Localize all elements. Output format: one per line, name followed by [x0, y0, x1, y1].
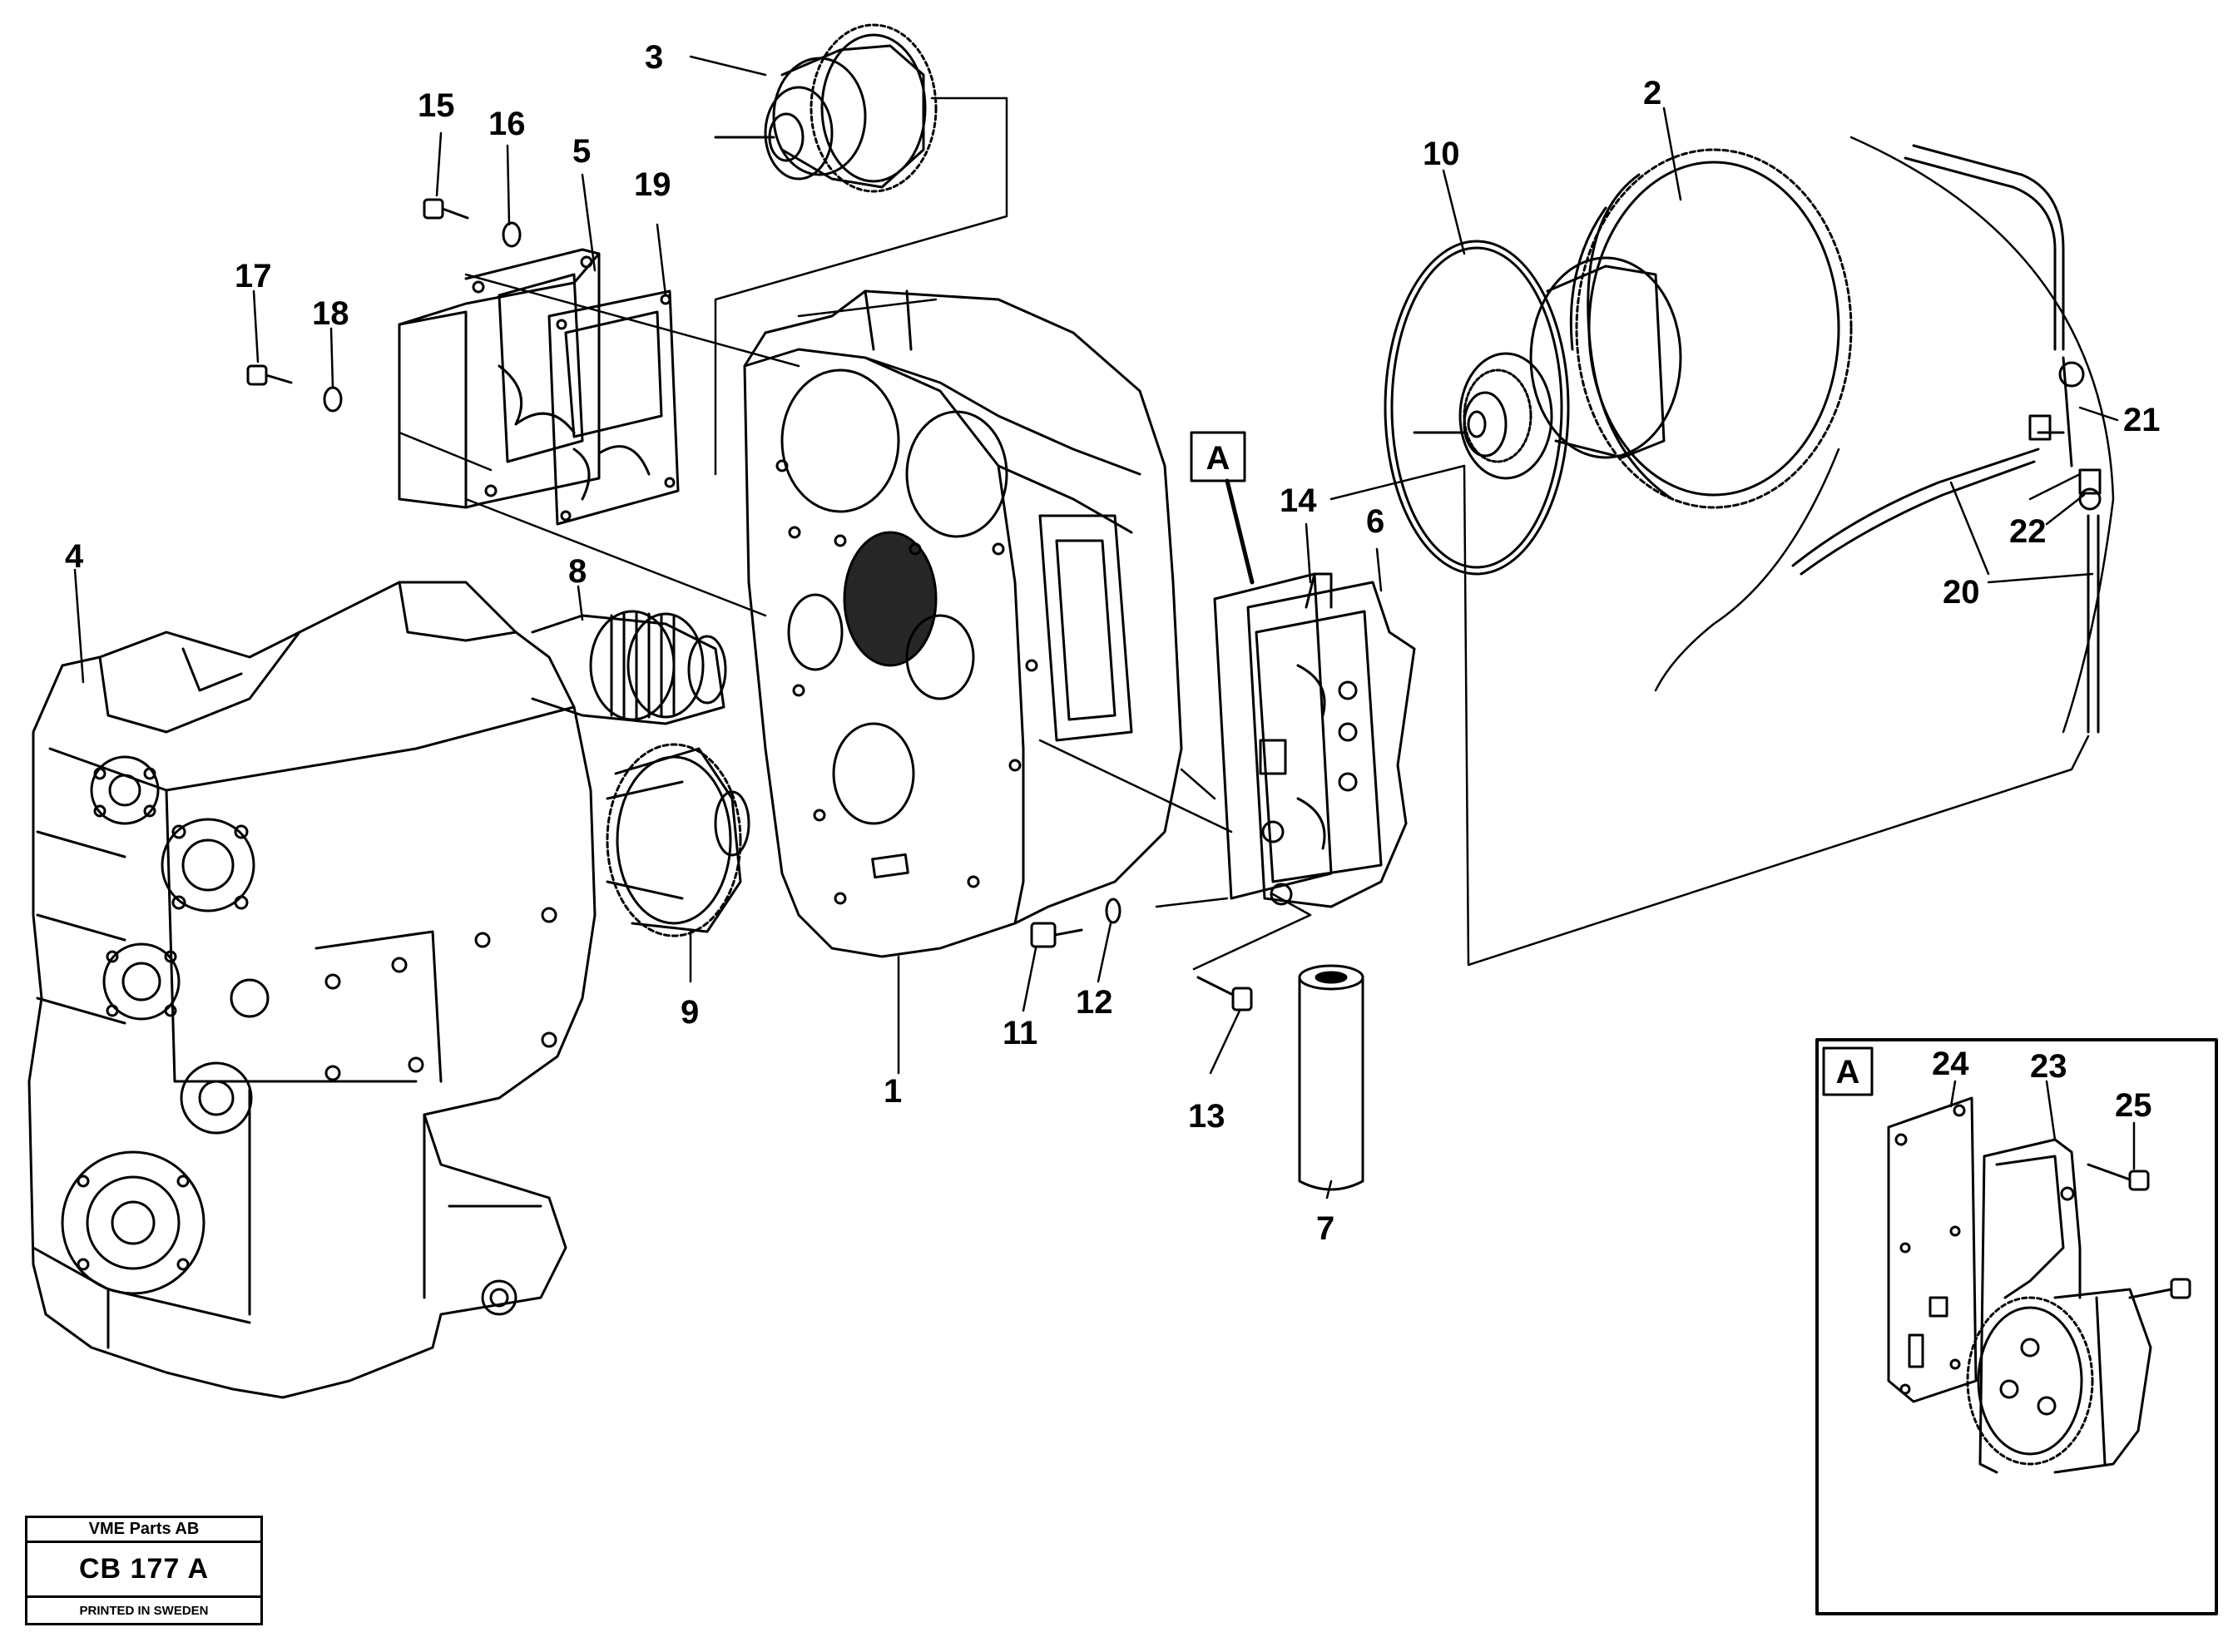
part-10-o-ring — [1384, 240, 1570, 576]
part-21-connector — [2037, 356, 2085, 467]
part-19-gasket — [547, 289, 680, 526]
callout-12: 12 — [1076, 984, 1113, 1021]
leader-lines — [73, 55, 2136, 1199]
part-3-gear-assembly — [714, 23, 938, 193]
part-25-bolt — [2087, 1163, 2191, 1299]
part-1-housing-plate — [743, 289, 1183, 958]
detail-a-label: A — [1206, 440, 1230, 477]
part-15-bolt — [423, 198, 469, 220]
part-18-washer — [323, 386, 343, 413]
callout-2: 2 — [1643, 75, 1661, 111]
callout-10: 10 — [1423, 136, 1460, 172]
part-23-pump — [1966, 1138, 2152, 1474]
part-7-filter — [1298, 964, 1364, 1191]
inset-detail-a: A — [1815, 1038, 2218, 1615]
callout-20: 20 — [1943, 574, 1980, 611]
callout-25: 25 — [2115, 1087, 2152, 1124]
callout-6: 6 — [1366, 503, 1384, 540]
part-20-pipe — [1791, 144, 2100, 734]
part-11-plug — [1030, 922, 1083, 948]
company-name: VME Parts AB — [27, 1518, 260, 1543]
callout-16: 16 — [488, 106, 526, 142]
part-9-lower-gear — [606, 743, 750, 937]
part-2-torque-converter — [1413, 148, 1853, 509]
part-17-bolt — [246, 364, 293, 386]
drawing-code: CB 177 A — [27, 1543, 260, 1598]
part-12-washer — [1105, 898, 1121, 924]
part-16-washer — [502, 221, 522, 248]
construction-lines — [398, 96, 2115, 971]
callout-15: 15 — [418, 87, 455, 124]
part-4-transmission-housing — [27, 581, 597, 1399]
callout-18: 18 — [312, 295, 349, 332]
callout-5: 5 — [572, 133, 591, 170]
callout-4: 4 — [65, 538, 84, 575]
callout-numbers: 1 2 3 4 5 6 7 8 9 10 11 12 13 14 15 16 1… — [65, 39, 2161, 1247]
part-6-valve-unit — [1213, 572, 1416, 908]
callout-19: 19 — [634, 166, 671, 203]
callout-24: 24 — [1932, 1046, 1969, 1082]
callout-11: 11 — [1003, 1015, 1037, 1051]
callout-9: 9 — [681, 994, 699, 1031]
callout-8: 8 — [568, 553, 587, 590]
inset-a-label: A — [1836, 1054, 1860, 1091]
part-8-shaft-gear — [531, 610, 727, 725]
callout-1: 1 — [884, 1073, 902, 1110]
part-24-gasket — [1887, 1096, 1978, 1403]
title-block: VME Parts AB CB 177 A PRINTED IN SWEDEN — [25, 1516, 263, 1625]
callout-7: 7 — [1316, 1210, 1334, 1247]
printed-note: PRINTED IN SWEDEN — [79, 1603, 209, 1618]
part-13-bolt — [1196, 976, 1253, 1011]
callout-23: 23 — [2030, 1048, 2067, 1085]
callout-21: 21 — [2123, 402, 2161, 438]
callout-3: 3 — [645, 39, 663, 76]
detail-a-flag: A — [1190, 431, 1255, 585]
callout-14: 14 — [1280, 482, 1317, 519]
callout-13: 13 — [1188, 1098, 1225, 1135]
part-22-nipple — [2028, 414, 2102, 511]
callout-17: 17 — [235, 258, 272, 294]
callout-22: 22 — [2009, 513, 2047, 550]
